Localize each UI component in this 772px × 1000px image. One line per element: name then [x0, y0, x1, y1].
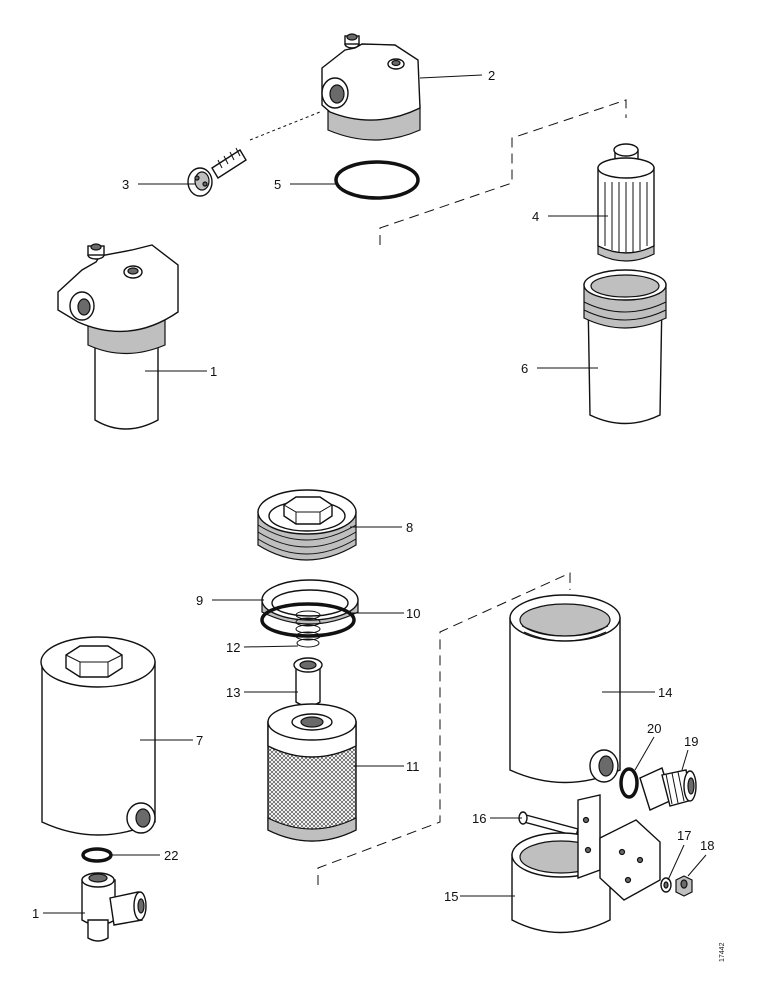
part-20-seal — [619, 767, 639, 799]
label-part-22: 22 — [164, 848, 178, 863]
label-part-9: 9 — [196, 593, 203, 608]
part-17-washer — [660, 877, 672, 893]
part-8-cap — [257, 489, 357, 561]
label-part-5: 5 — [274, 177, 281, 192]
part-6-filter-bowl — [583, 269, 667, 425]
part-1-assembled-filter — [57, 243, 179, 430]
part-4-filter-element — [597, 143, 655, 262]
label-part-12: 12 — [226, 640, 240, 655]
label-part-10: 10 — [406, 606, 420, 621]
drawing-code: 17442 — [719, 942, 726, 962]
label-part-13: 13 — [226, 685, 240, 700]
part-16-bolt — [518, 811, 579, 837]
part-19-adapter — [639, 767, 697, 811]
part-22-o-ring — [81, 847, 113, 863]
label-part-16: 16 — [472, 811, 486, 826]
label-part-6: 6 — [521, 361, 528, 376]
label-part-7: 7 — [196, 733, 203, 748]
part-15-clamp — [511, 794, 661, 934]
part-1-tee-fitting — [81, 872, 147, 942]
part-labels: 2 3 5 4 6 1 8 9 10 12 13 11 7 22 1 14 20… — [32, 68, 726, 962]
part-11-filter-element — [267, 703, 357, 842]
label-part-2: 2 — [488, 68, 495, 83]
label-part-11: 11 — [406, 759, 420, 774]
label-part-8: 8 — [406, 520, 413, 535]
part-7-filter-bowl — [40, 636, 156, 836]
label-part-20: 20 — [647, 721, 661, 736]
label-part-17: 17 — [677, 828, 691, 843]
part-14-housing — [509, 594, 621, 784]
part-9-retainer — [261, 579, 359, 625]
part-5-o-ring — [334, 160, 420, 200]
label-part-14: 14 — [658, 685, 672, 700]
label-part-3: 3 — [122, 177, 129, 192]
label-part-19: 19 — [684, 734, 698, 749]
part-13-valve-tube — [293, 657, 323, 707]
label-part-18: 18 — [700, 838, 714, 853]
label-part-4: 4 — [532, 209, 539, 224]
label-part-1-top: 1 — [210, 364, 217, 379]
label-part-15: 15 — [444, 889, 458, 904]
part-18-nut — [675, 875, 693, 897]
part-12-spring — [295, 610, 321, 648]
leader-lines — [43, 74, 707, 914]
part-2-filter-head — [321, 33, 421, 141]
dashed-group-outline-top — [379, 99, 627, 245]
part-10-o-ring — [260, 602, 356, 638]
label-part-1-bottom: 1 — [32, 906, 39, 921]
part-3-indicator-plug — [187, 111, 321, 197]
dashed-group-outline-bottom — [317, 572, 571, 885]
